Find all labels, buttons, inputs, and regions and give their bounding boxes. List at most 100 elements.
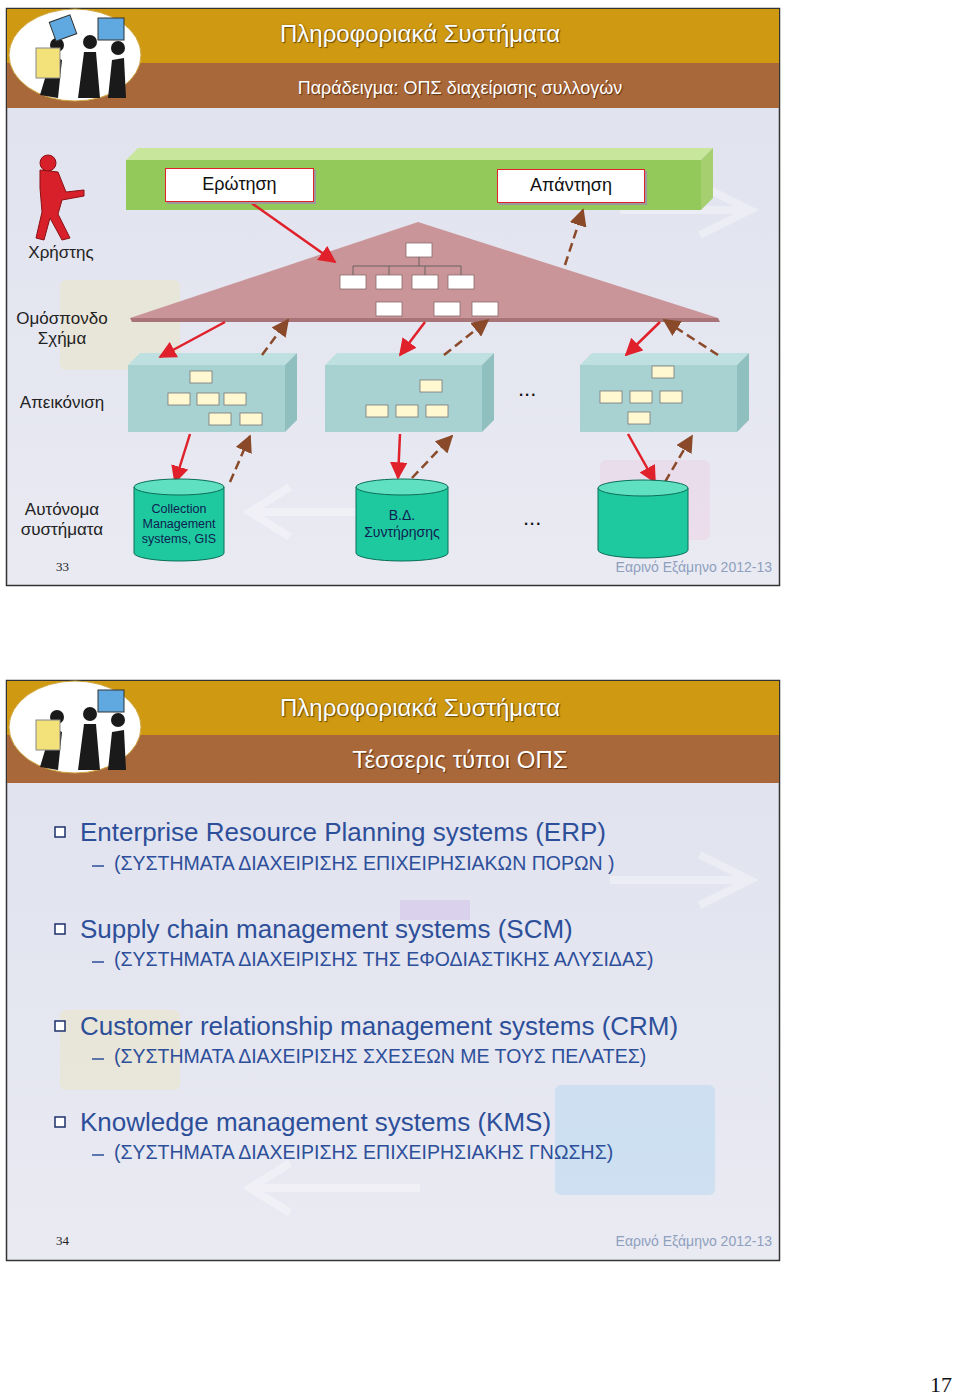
background-decoration bbox=[60, 185, 750, 540]
svg-polygon bbox=[130, 318, 720, 322]
row-label: Ομόσπονδο Σχήμα bbox=[8, 309, 116, 349]
svg-rect bbox=[36, 48, 60, 78]
svg-rect bbox=[652, 366, 674, 378]
slide-subtitle-holder: Τέσσερις τύποι ΟΠΣ bbox=[240, 746, 680, 774]
svg-rect bbox=[49, 15, 77, 41]
svg-polygon bbox=[580, 353, 749, 365]
database-cylinder: Collection Management systems, GIS bbox=[133, 478, 225, 562]
svg-rect bbox=[396, 405, 418, 417]
svg-g bbox=[340, 243, 498, 316]
bullet-item: Supply chain management systems (SCM) bbox=[80, 914, 770, 945]
svg-circle bbox=[40, 155, 56, 171]
node-text: Collection Management systems, GIS bbox=[139, 502, 219, 547]
federated-schema-pyramid bbox=[130, 222, 720, 322]
svg-rect bbox=[426, 405, 448, 417]
svg-rect bbox=[190, 371, 212, 383]
node-text: Ερώτηση bbox=[202, 174, 276, 196]
svg-rect bbox=[224, 393, 246, 405]
row-label-holder: Ομόσπονδο Σχήμα bbox=[8, 309, 116, 349]
ellipsis: ... bbox=[518, 376, 568, 402]
query-box: Ερώτηση bbox=[165, 168, 314, 202]
svg-rect bbox=[36, 720, 60, 750]
footer-term-holder: Εαρινό Εξάμηνο 2012-13 bbox=[560, 559, 772, 576]
svg-rect bbox=[55, 1117, 65, 1127]
svg-rect bbox=[630, 391, 652, 403]
slide-title-holder: Πληροφοριακά Συστήματα bbox=[200, 20, 640, 48]
footer-term: Εαρινό Εξάμηνο 2012-13 bbox=[560, 559, 772, 576]
slide-subtitle: Τέσσερις τύποι ΟΠΣ bbox=[240, 746, 680, 774]
svg-polygon bbox=[128, 353, 297, 365]
bullet-subitem: (ΣΥΣΤΗΜΑΤΑ ΔΙΑΧΕΙΡΙΣΗΣ ΕΠΙΧΕΙΡΗΣΙΑΚΗΣ ΓΝ… bbox=[114, 1141, 774, 1164]
svg-polygon bbox=[701, 148, 713, 210]
svg-g bbox=[353, 257, 461, 275]
query-band bbox=[126, 148, 713, 210]
svg-ellipse bbox=[9, 9, 141, 101]
svg-path bbox=[353, 257, 461, 275]
bullet-squares bbox=[55, 827, 65, 1127]
svg-rect bbox=[660, 391, 682, 403]
svg-path bbox=[444, 320, 488, 355]
bullet-subitem: (ΣΥΣΤΗΜΑΤΑ ΔΙΑΧΕΙΡΙΣΗΣ ΣΧΕΣΕΩΝ ΜΕ ΤΟΥΣ Π… bbox=[114, 1045, 774, 1068]
clip-art bbox=[9, 681, 141, 773]
svg-rect bbox=[366, 405, 388, 417]
svg-rect bbox=[126, 160, 701, 210]
svg-rect bbox=[412, 275, 438, 289]
svg-rect bbox=[600, 391, 622, 403]
bullet-item: Enterprise Resource Planning systems (ER… bbox=[80, 817, 770, 848]
footer-term: Εαρινό Εξάμηνο 2012-13 bbox=[560, 1233, 772, 1250]
svg-rect bbox=[55, 1021, 65, 1031]
row-label: Αυτόνομα συστήματα bbox=[8, 500, 116, 540]
page-number-holder: 33 bbox=[56, 559, 96, 574]
svg-rect bbox=[98, 18, 124, 40]
row-label-holder: Απεικόνιση bbox=[8, 393, 116, 413]
svg-ellipse bbox=[598, 480, 688, 496]
svg-path bbox=[565, 210, 583, 265]
bullet-subitem-holder: (ΣΥΣΤΗΜΑΤΑ ΔΙΑΧΕΙΡΙΣΗΣ ΣΧΕΣΕΩΝ ΜΕ ΤΟΥΣ Π… bbox=[114, 1045, 774, 1068]
svg-circle bbox=[111, 41, 125, 55]
svg-polygon bbox=[130, 222, 718, 318]
slide-title-holder: Πληροφοριακά Συστήματα bbox=[200, 694, 640, 722]
page-number: 33 bbox=[56, 559, 96, 574]
svg-path bbox=[398, 434, 400, 478]
bullet-subitem-holder: (ΣΥΣΤΗΜΑΤΑ ΔΙΑΧΕΙΡΙΣΗΣ ΤΗΣ ΕΦΟΔΙΑΣΤΙΚΗΣ … bbox=[114, 948, 774, 971]
sheet-number: 17 bbox=[900, 1372, 952, 1398]
svg-rect bbox=[55, 924, 65, 934]
svg-rect bbox=[376, 275, 402, 289]
cylinder-body bbox=[134, 487, 224, 561]
svg-circle bbox=[83, 707, 97, 721]
cylinder-body bbox=[356, 487, 448, 561]
svg-path bbox=[628, 434, 655, 482]
svg-rect bbox=[434, 302, 460, 316]
svg-g bbox=[168, 366, 682, 425]
svg-rect bbox=[376, 302, 402, 316]
mapping-blocks bbox=[128, 353, 749, 432]
row-label: Χρήστης bbox=[10, 243, 112, 263]
red-arrows bbox=[160, 202, 660, 482]
bullet-item: Customer relationship management systems… bbox=[80, 1011, 770, 1042]
svg-path bbox=[412, 436, 452, 478]
bullet-subitem-holder: (ΣΥΣΤΗΜΑΤΑ ΔΙΑΧΕΙΡΙΣΗΣ ΕΠΙΧΕΙΡΗΣΙΑΚΗΣ ΓΝ… bbox=[114, 1141, 774, 1164]
svg-rect bbox=[580, 365, 737, 432]
sheet-number-holder: 17 bbox=[900, 1372, 952, 1398]
svg-polygon bbox=[126, 148, 713, 160]
node-text: Β.Δ. Συντήρησης bbox=[361, 507, 443, 541]
svg-rect bbox=[325, 365, 482, 432]
svg-rect bbox=[128, 365, 285, 432]
svg-path bbox=[175, 434, 190, 482]
svg-rect bbox=[628, 412, 650, 424]
cylinder-top bbox=[134, 479, 224, 495]
svg-rect bbox=[209, 413, 231, 425]
slide-frame bbox=[7, 681, 780, 1261]
slide-title: Πληροφοριακά Συστήματα bbox=[200, 694, 640, 722]
svg-path bbox=[665, 436, 692, 482]
slide-frame bbox=[7, 9, 780, 586]
database-cylinder: Β.Δ. Συντήρησης bbox=[355, 478, 449, 562]
bullet-item-holder: Knowledge management systems (KMS) bbox=[80, 1107, 770, 1138]
database-cylinder bbox=[598, 480, 688, 558]
svg-path bbox=[400, 322, 425, 355]
svg-path bbox=[250, 1163, 420, 1213]
svg-rect bbox=[55, 827, 65, 837]
svg-path bbox=[250, 202, 335, 262]
svg-rect bbox=[420, 380, 442, 392]
svg-rect bbox=[555, 1085, 715, 1195]
